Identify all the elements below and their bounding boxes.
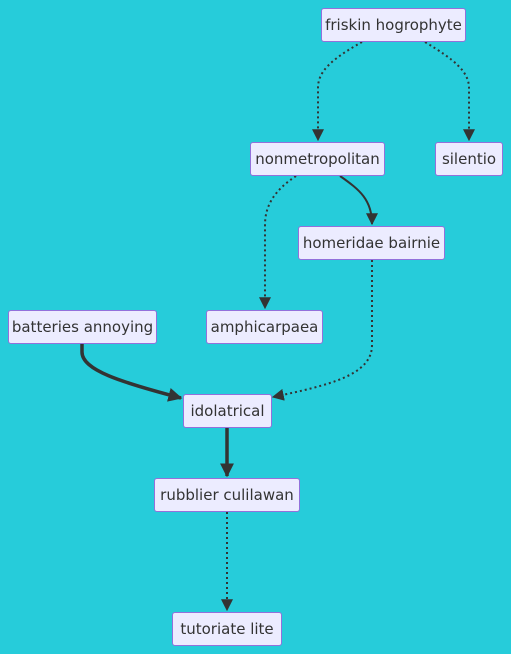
node-label: homeridae bairnie <box>302 234 441 252</box>
node-silentio[interactable]: silentio <box>435 142 503 176</box>
edge-nonmetropolitan-to-homeridae <box>339 175 378 226</box>
node-batteries-annoying[interactable]: batteries annoying <box>8 310 157 344</box>
node-label: rubblier culilawan <box>160 486 294 504</box>
node-amphicarpaea[interactable]: amphicarpaea <box>206 310 323 344</box>
node-tutoriate-lite[interactable]: tutoriate lite <box>172 612 282 646</box>
node-label: tutoriate lite <box>180 620 274 638</box>
node-rubblier-culilawan[interactable]: rubblier culilawan <box>154 478 300 512</box>
node-label: batteries annoying <box>11 318 154 336</box>
node-homeridae-bairnie[interactable]: homeridae bairnie <box>298 226 445 260</box>
node-nonmetropolitan[interactable]: nonmetropolitan <box>250 142 385 176</box>
node-label: friskin hogrophyte <box>325 16 462 34</box>
edge-nonmetropolitan-to-amphicarpaea <box>259 175 297 310</box>
node-label: nonmetropolitan <box>255 150 380 168</box>
edge-friskin-to-nonmetropolitan <box>312 41 363 142</box>
edge-friskin-to-silentio <box>424 41 475 142</box>
node-friskin-hogrophyte[interactable]: friskin hogrophyte <box>321 8 466 42</box>
node-label: amphicarpaea <box>210 318 319 336</box>
node-idolatrical[interactable]: idolatrical <box>183 394 272 428</box>
node-label: silentio <box>441 150 497 168</box>
node-label: idolatrical <box>190 402 265 420</box>
edge-homeridae-to-idolatrical <box>271 260 373 401</box>
edge-batteries-to-idolatrical <box>80 344 183 402</box>
